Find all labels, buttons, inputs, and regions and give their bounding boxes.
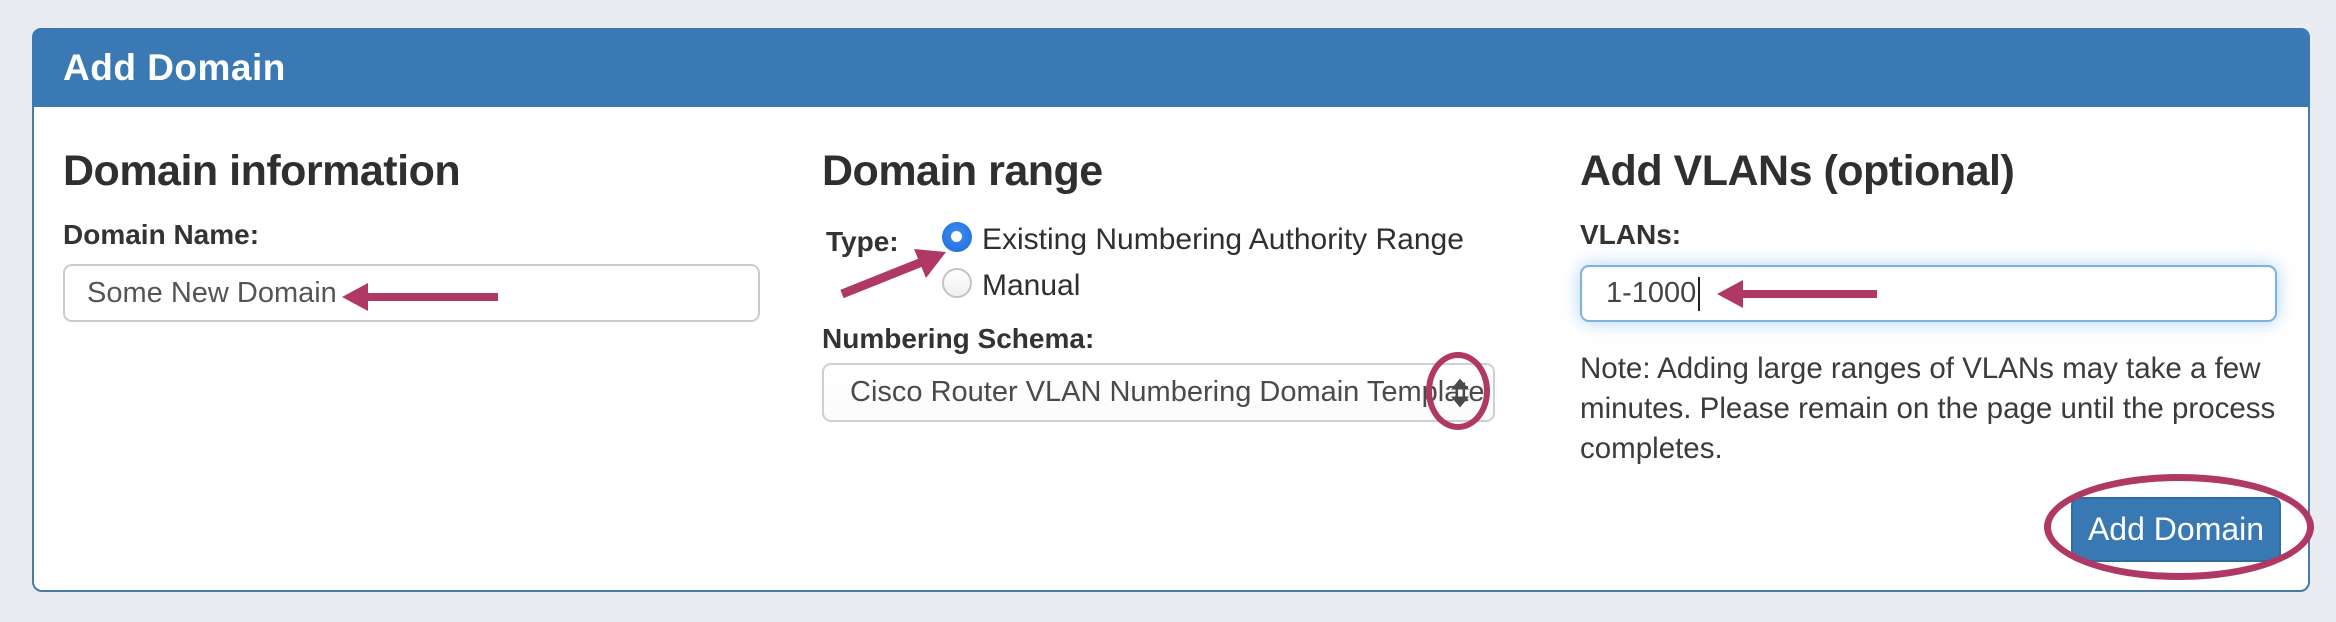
vlans-label: VLANs: [1580, 219, 1682, 250]
add-domain-panel: Add Domain Domain information Domain Nam… [32, 28, 2314, 592]
domain-information-heading: Domain information [63, 147, 461, 195]
select-arrows-icon [1451, 378, 1469, 407]
numbering-schema-selected-value: Cisco Router VLAN Numbering Domain Templ… [850, 376, 1485, 408]
panel-header: Add Domain [32, 28, 2310, 107]
domain-name-input[interactable] [63, 264, 760, 322]
numbering-schema-label: Numbering Schema: [822, 323, 1095, 354]
type-radio-existing-numbering-authority-range[interactable] [942, 222, 972, 252]
domain-range-heading: Domain range [822, 147, 1103, 195]
type-radio-existing-label: Existing Numbering Authority Range [982, 223, 1464, 256]
panel-title: Add Domain [63, 46, 286, 88]
vlans-note: Note: Adding large ranges of VLANs may t… [1580, 352, 2276, 465]
type-label: Type: [826, 226, 899, 257]
numbering-schema-select[interactable]: Cisco Router VLAN Numbering Domain Templ… [822, 363, 1495, 422]
vlans-input[interactable]: 1-1000 [1580, 265, 2277, 322]
add-domain-button[interactable]: Add Domain [2071, 497, 2281, 562]
vlans-input-value: 1-1000 [1606, 277, 1697, 309]
type-radio-manual-label: Manual [982, 269, 1081, 302]
domain-name-label: Domain Name: [63, 219, 260, 250]
type-radio-manual[interactable] [942, 268, 972, 298]
add-vlans-heading: Add VLANs (optional) [1580, 147, 2015, 195]
text-cursor [1698, 276, 1701, 311]
